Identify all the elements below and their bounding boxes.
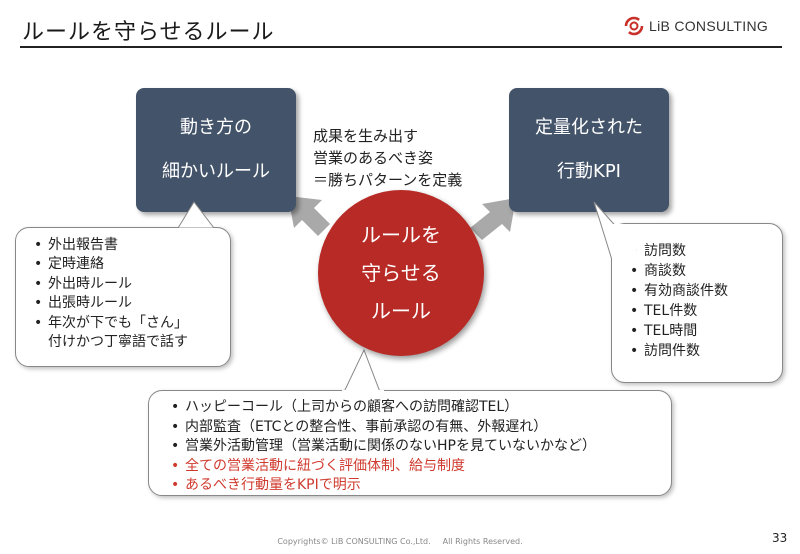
list-item: •内部監査（ETCとの整合性、事前承認の有無、外報遅れ） xyxy=(171,418,548,435)
arrow-right-icon xyxy=(470,198,516,240)
list-item: •商談数 xyxy=(630,263,686,279)
list-item: •営業外活動管理（営業活動に関係のないHPを見ていないかなど） xyxy=(171,438,596,454)
slide-title: ルールを守らせるルール xyxy=(22,20,275,45)
list-item: •外出報告書 xyxy=(34,237,118,253)
list-item: •定時連絡 xyxy=(34,256,104,273)
winning-pattern-line1: 成果を生み出す xyxy=(313,127,419,145)
kpi-callout: •訪問数 •商談数 •有効商談件数 •TEL件数 •TEL時間 •訪問件数 xyxy=(611,223,783,383)
enforcement-line2: 守らせる xyxy=(361,261,441,285)
list-item-highlight: •あるべき行動量をKPIで明示 xyxy=(171,477,361,493)
list-item: •ハッピーコール（上司からの顧客への訪問確認TEL） xyxy=(171,399,519,415)
list-item-highlight: •全ての営業活動に紐づく評価体制、給与制度 xyxy=(171,457,465,474)
list-item: •TEL件数 xyxy=(630,303,698,319)
winning-pattern-text: 成果を生み出す 営業のあるべき姿 ＝勝ちパターンを定義 xyxy=(313,125,462,191)
rules-box-line2: 細かいルール xyxy=(162,161,270,182)
rules-box-line1: 動き方の xyxy=(180,117,252,138)
list-item: •TEL時間 xyxy=(630,323,698,339)
company-logo: LiB CONSULTING xyxy=(624,14,768,38)
kpi-callout-tail xyxy=(593,201,636,262)
footer-copyright: Copyrights© LiB CONSULTING Co.,Ltd. xyxy=(277,537,431,546)
enforcement-line1: ルールを xyxy=(361,223,441,247)
audit-callout: •ハッピーコール（上司からの顧客への訪問確認TEL） •内部監査（ETCとの整合… xyxy=(148,390,672,496)
list-item-continuation: 付けかつ丁寧語で話す xyxy=(48,334,188,351)
list-item: •有効商談件数 xyxy=(630,283,728,299)
audit-callout-tail xyxy=(342,348,384,396)
list-item: •外出時ルール xyxy=(34,275,132,292)
list-item: •出張時ルール xyxy=(34,295,132,312)
kpi-box-line2: 行動KPI xyxy=(557,161,621,182)
kpi-box-line1: 定量化された xyxy=(535,117,643,138)
winning-pattern-line2: 営業のあるべき姿 xyxy=(313,149,434,167)
enforcement-circle: ルールを 守らせる ルール xyxy=(318,190,484,356)
enforcement-line3: ルール xyxy=(371,299,431,323)
swirl-logo-icon xyxy=(624,16,644,36)
title-underline xyxy=(20,46,782,48)
list-item: •訪問件数 xyxy=(630,343,700,359)
kpi-box: 定量化された 行動KPI xyxy=(509,88,669,212)
list-item: •年次が下でも「さん」 xyxy=(34,314,188,331)
footer: Copyrights© LiB CONSULTING Co.,Ltd. All R… xyxy=(0,537,800,546)
logo-text: LiB CONSULTING xyxy=(649,18,769,34)
rules-callout: •外出報告書 •定時連絡 •外出時ルール •出張時ルール •年次が下でも「さん」… xyxy=(15,227,231,367)
rules-callout-tail xyxy=(176,201,218,232)
page-number: 33 xyxy=(772,531,788,545)
rules-box: 動き方の 細かいルール xyxy=(136,88,296,212)
footer-rights: All Rights Reserved. xyxy=(442,537,523,546)
arrow-left-icon xyxy=(288,196,330,236)
winning-pattern-line3: ＝勝ちパターンを定義 xyxy=(313,171,463,189)
